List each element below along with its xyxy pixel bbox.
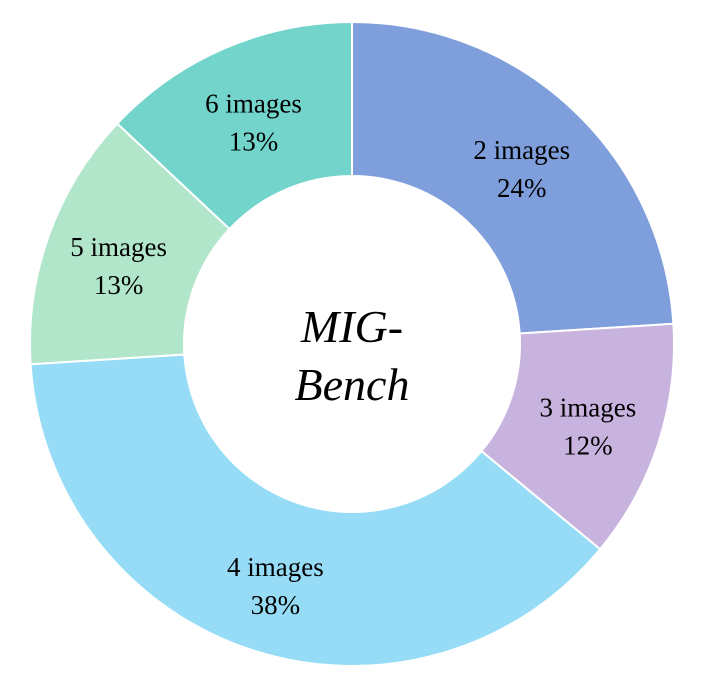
- slice-label-5-images: 5 images: [70, 232, 167, 262]
- slice-percent-6-images: 13%: [229, 126, 279, 156]
- slice-label-2-images: 2 images: [473, 135, 570, 165]
- slice-5-images: [29, 122, 231, 366]
- slice-label-6-images: 6 images: [205, 88, 302, 118]
- labels-group: 2 images 24% 3 images 12% 4 images 38% 5 image…: [70, 88, 636, 619]
- slice-4-images: [29, 353, 602, 667]
- slice-3-images: [480, 322, 675, 551]
- center-label-line2: Bench: [295, 359, 410, 410]
- slice-percent-3-images: 12%: [563, 431, 613, 461]
- slice-percent-4-images: 38%: [251, 590, 301, 620]
- slice-label-4-images: 4 images: [227, 552, 324, 582]
- slice-percent-5-images: 13%: [94, 270, 144, 300]
- slice-2-images: [351, 20, 675, 335]
- center-label-line1: MIG-: [300, 301, 403, 352]
- slices-group: [29, 20, 675, 667]
- slice-label-3-images: 3 images: [539, 393, 636, 423]
- slice-percent-2-images: 24%: [497, 173, 547, 203]
- slice-6-images: [115, 20, 353, 231]
